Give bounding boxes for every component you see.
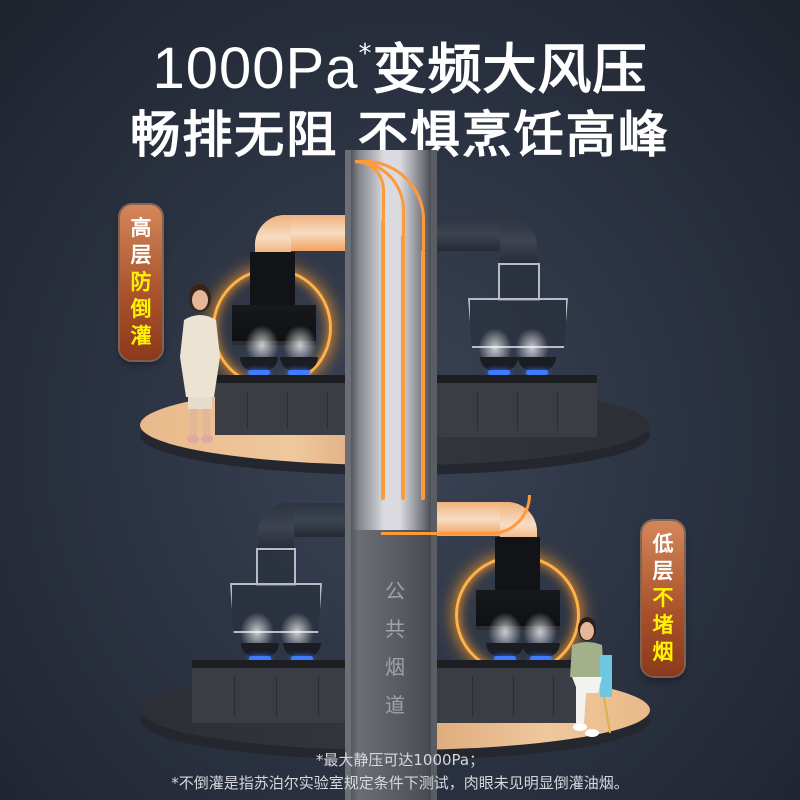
lower-right-counter [437, 660, 577, 723]
lower-left-duct-vertical [258, 503, 294, 551]
airflow-line [381, 220, 385, 500]
flame-icon [494, 656, 516, 661]
lower-left-counter [192, 660, 345, 723]
low-floor-tag: 低 层 不 堵 烟 [642, 521, 684, 676]
wok [480, 357, 518, 371]
wok [522, 643, 560, 657]
flame-icon [248, 370, 270, 375]
lower-right-hood-chimney [495, 537, 540, 592]
wok [518, 357, 556, 371]
upper-right-hood-chimney-outline [498, 263, 540, 301]
footnote-backflow: *不倒灌是指苏泊尔实验室规定条件下测试，肉眼未见明显倒灌油烟。 [171, 774, 629, 792]
airflow-line [421, 250, 425, 500]
flame-icon [291, 656, 313, 661]
flame-icon [530, 656, 552, 661]
wok [486, 643, 524, 657]
airflow-line [381, 495, 531, 535]
upper-left-hood-chimney [250, 252, 295, 307]
high-floor-tag: 高 层 防 倒 灌 [120, 205, 162, 360]
wok [240, 357, 278, 371]
wok [283, 643, 321, 657]
footnote-mark: * [358, 39, 373, 69]
woman-seated-figure [570, 617, 612, 737]
flame-icon [288, 370, 310, 375]
woman-standing-figure [180, 284, 220, 443]
exhaust-flow [352, 490, 432, 530]
footnote-pressure: *最大静压可达1000Pa； [315, 751, 485, 769]
lower-left-hood-chimney-outline [256, 548, 296, 586]
wok [280, 357, 318, 371]
flame-icon [526, 370, 548, 375]
headline-line-1: 1000Pa*变频大风压 [0, 22, 800, 102]
upper-right-duct-vertical [500, 217, 537, 265]
upper-right-counter [437, 375, 597, 437]
wok [241, 643, 279, 657]
flame-icon [488, 370, 510, 375]
airflow-line [401, 235, 405, 500]
pressure-value: 1000Pa [152, 36, 359, 101]
public-flue-label: 公 共 烟 道 [385, 579, 405, 717]
headline-feature: 变频大风压 [372, 38, 648, 101]
upper-left-counter [215, 375, 345, 435]
headline: 1000Pa*变频大风压 畅排无阻 不惧烹饪高峰 [0, 22, 800, 166]
flame-icon [249, 656, 271, 661]
